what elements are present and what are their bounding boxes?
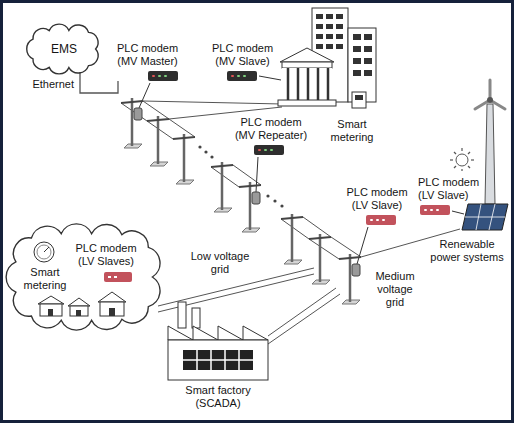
modem-led — [237, 75, 240, 77]
modem-led — [382, 219, 385, 221]
edge-label: Ethernet — [31, 78, 75, 91]
cloud-text: PLC modem (LV Slaves) — [70, 242, 142, 268]
modem-led — [243, 75, 246, 77]
modem-led — [231, 75, 234, 77]
modem-icon — [148, 71, 178, 81]
modem-led — [430, 209, 433, 211]
modem-led — [152, 75, 155, 77]
continuation-dots — [198, 145, 283, 207]
cloud-shape — [6, 224, 160, 330]
plc-modem: PLC modem (MV Master) — [110, 42, 185, 81]
modem-icon — [420, 205, 450, 215]
modem-led — [436, 209, 439, 211]
ethernet-link — [80, 72, 118, 93]
modem-label: PLC modem (LV Slave) — [340, 186, 414, 212]
cloud-text: EMS — [30, 42, 98, 56]
transformers — [134, 108, 360, 276]
cloud-node: PLC modem (LV Slaves)Smart metering — [4, 222, 164, 332]
plc-modem: PLC modem (MV Slave) — [205, 42, 280, 81]
power-lines — [121, 101, 460, 344]
cloud-outline — [4, 222, 164, 332]
modem-led — [376, 219, 379, 221]
grid-label: Medium voltage grid — [372, 270, 418, 309]
modem-led — [424, 209, 427, 211]
modem-led — [370, 219, 373, 221]
modem-led — [158, 75, 161, 77]
modem-led — [270, 149, 273, 151]
grid-label: Renewable power systems — [426, 238, 508, 264]
grid-label: Smart metering — [322, 118, 382, 144]
cloud-text: Smart metering — [16, 266, 74, 292]
grid-label: Smart factory (SCADA) — [176, 384, 260, 410]
modem-label: PLC modem (MV Slave) — [205, 42, 280, 68]
modem-label: PLC modem (MV Repeater) — [230, 116, 312, 142]
cloud-shape — [27, 24, 98, 74]
office-buildings — [278, 8, 376, 108]
grid-label: Low voltage grid — [188, 250, 252, 276]
modem-icon — [227, 71, 257, 81]
modem-label: PLC modem (LV Slave) — [418, 176, 490, 202]
renewable-illustration — [450, 80, 508, 230]
modem-label: PLC modem (MV Master) — [110, 42, 185, 68]
modem-icon — [254, 145, 284, 155]
modem-led — [264, 149, 267, 151]
plc-modem: PLC modem (MV Repeater) — [230, 116, 312, 155]
modem-led — [258, 149, 261, 151]
modem-icon — [366, 215, 396, 225]
cloud-node: EMS — [24, 22, 104, 76]
plc-modem: PLC modem (LV Slave) — [418, 176, 490, 215]
plc-modem: PLC modem (LV Slave) — [340, 186, 414, 225]
modem-leads — [139, 76, 464, 264]
smart-factory-building — [168, 302, 268, 380]
modem-led — [164, 75, 167, 77]
